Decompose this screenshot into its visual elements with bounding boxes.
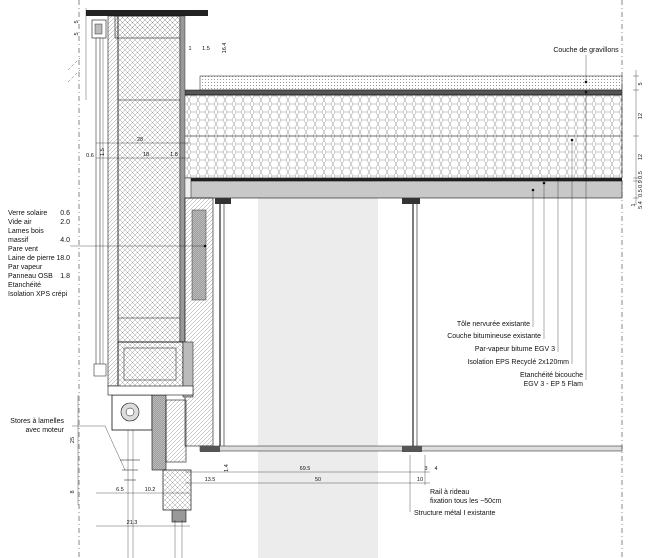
steel-sheet-layer [182, 180, 623, 199]
leader-membrane-dot [584, 90, 588, 94]
dim-r54: 5.4 [638, 201, 644, 209]
wall-layer-name-9: Isolation XPS crépi [8, 291, 68, 298]
dim-edge-1: 1 [188, 46, 191, 52]
dim-164: 16.4 [222, 43, 228, 54]
leader-gravel-dot [584, 80, 588, 84]
wall-layer-value-5: 18.0 [56, 255, 70, 262]
wall-layer-name-3: massif [8, 237, 28, 244]
label-steel-sheet: Tôle nervurée existante [457, 321, 530, 328]
parapet-left-box-inner [94, 23, 103, 35]
wall-layer-value-0: 0.6 [60, 210, 70, 217]
leader-eps-dot [570, 138, 574, 142]
window-head-plate [107, 385, 194, 396]
dim-4: 4 [434, 466, 437, 472]
label-vapour-barrier: Par-vapeur bitume EGV 3 [475, 346, 555, 353]
wall-layer-list: Verre solaire 0.6 Vide air 2.0 Lames boi… [8, 210, 70, 298]
wall-layer-name-1: Vide air [8, 219, 32, 226]
vapour-barrier-layer [183, 178, 622, 181]
window-frame-lower [162, 469, 192, 511]
wall-layer-value-7: 1.8 [60, 273, 70, 280]
leader-bitumen-dot [542, 181, 546, 185]
wall-layer-value-1: 2.0 [60, 219, 70, 226]
leader-vapour-dot [556, 177, 560, 181]
dim-top-5b: 5 [74, 32, 80, 35]
dim-top-5a: 5 [74, 20, 80, 23]
steel-beam-flange-left [200, 446, 220, 452]
wall-layer-value-3: 4.0 [60, 237, 70, 244]
dim-213: 21.3 [127, 520, 138, 526]
dim-r12b: 12 [638, 154, 644, 160]
membrane-layer [182, 89, 623, 96]
label-rail-1: Rail à rideau [430, 489, 469, 496]
dim-28: 28 [137, 137, 143, 143]
lintel-inner [123, 347, 177, 381]
dim-edge-15: 1.5 [202, 46, 210, 52]
label-rail-2: fixation tous les ~50cm [430, 498, 502, 505]
existing-column-zone [258, 195, 378, 558]
dim-r05b: 0.5 [638, 189, 644, 197]
gravel-layer [199, 75, 623, 91]
blind-guide [151, 394, 167, 471]
label-gravel: Couche de gravillons [553, 47, 619, 54]
wall-glass-skin [95, 37, 101, 369]
dim-25: 25 [70, 437, 76, 443]
wall-layer-name-8: Etanchéité [8, 282, 41, 289]
window-glass-lower [171, 509, 187, 523]
wall-layer-name-7: Panneau OSB [8, 273, 53, 280]
dim-15b: 1.5 [100, 148, 106, 156]
lintel-strip [182, 341, 194, 398]
dim-50: 50 [315, 477, 321, 483]
wall-layer-name-2: Lames bois [8, 228, 44, 235]
dim-r05a: 0.5 [638, 171, 644, 179]
dim-65: 6.5 [116, 487, 124, 493]
dim-135: 13.5 [205, 477, 216, 483]
dim-r12a: 12 [638, 113, 644, 119]
label-structure: Structure métal Ⅰ existante [414, 510, 496, 517]
dim-r09: 0.9 [638, 180, 644, 188]
steel-profile-mid-cap [402, 198, 420, 204]
blind-motor-symbol [120, 459, 140, 481]
wall-insulation [117, 15, 181, 343]
parapet-dash-1 [67, 57, 81, 71]
dim-r5: 5 [638, 82, 644, 85]
label-bitumen: Couche bitumineuse existante [447, 333, 541, 340]
dim-695: 69.5 [300, 466, 311, 472]
wall-layer-name-5: Laine de pierre [8, 255, 55, 262]
dim-10: 10 [417, 477, 423, 483]
wall-layer-name-4: Pare vent [8, 246, 38, 253]
dim-102: 10.2 [145, 487, 156, 493]
label-membrane-1: Etanchéité bicouche [520, 372, 583, 379]
blind-roller-core [125, 407, 135, 417]
wall-layer-name-6: Par vapeur [8, 264, 43, 271]
label-eps: Isolation EPS Recyclé 2x120mm [467, 359, 569, 366]
small-bracket [93, 363, 107, 377]
eps-insulation-layer [182, 94, 623, 179]
steel-beam-flange-mid [402, 446, 422, 452]
wall-timber-outer [107, 15, 119, 387]
label-blind-2: avec moteur [25, 427, 64, 434]
dim-14: 1.4 [224, 464, 230, 472]
leader-blind [72, 425, 126, 471]
window-sill-frame [165, 399, 187, 463]
parapet-cap [86, 10, 208, 16]
wall-osb-panel [179, 15, 186, 343]
leader-steel-sheet-dot [531, 188, 535, 192]
label-blind-1: Stores à lamelles [10, 418, 64, 425]
steel-profile-left-cap [215, 198, 231, 204]
inner-lining-box [191, 209, 207, 301]
dim-18: 18 [143, 152, 149, 158]
parapet-dash-2 [67, 69, 81, 83]
dim-8: 8 [70, 490, 76, 493]
dim-r1: 1 [631, 203, 637, 206]
leader-wall-layers-dot [203, 244, 207, 248]
lintel-block [117, 341, 184, 388]
dim-18b: 1.8 [170, 152, 178, 158]
label-membrane-2: EGV 3 - EP 5 Flam [524, 381, 584, 388]
dim-3: 3 [424, 466, 427, 472]
wall-layer-name-0: Verre solaire [8, 210, 47, 217]
dim-06: 0.6 [86, 153, 94, 159]
